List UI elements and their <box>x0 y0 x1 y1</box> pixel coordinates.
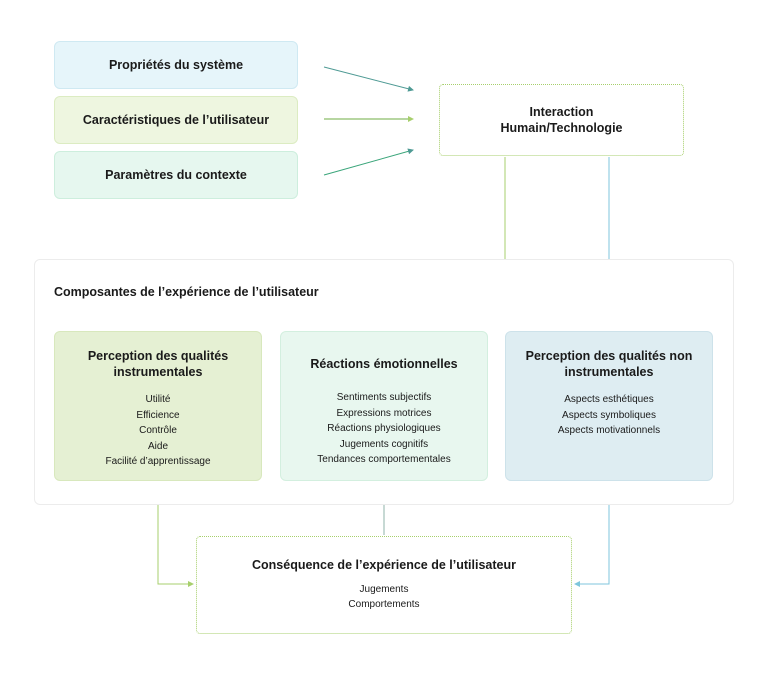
emotional-reactions-box: Réactions émotionnelles Sentiments subje… <box>280 331 488 481</box>
ux-consequence-box: Conséquence de l’expérience de l’utilisa… <box>196 536 572 634</box>
list-item: Expressions motrices <box>336 407 432 419</box>
interaction-box: Interaction Humain/Technologie <box>439 84 684 156</box>
list-item: Jugements <box>359 583 409 595</box>
instrumental-qualities-title: Perception des qualités instrumentales <box>87 349 229 379</box>
interaction-label-line2: Humain/Technologie <box>500 121 623 135</box>
interaction-label-line1: Interaction <box>529 105 594 119</box>
emotional-reactions-list: Sentiments subjectifs Expressions motric… <box>317 390 450 468</box>
system-properties-box: Propriétés du système <box>54 41 298 89</box>
non-instrumental-qualities-title: Perception des qualités non instrumental… <box>525 349 693 379</box>
list-item: Aspects motivationnels <box>557 425 661 436</box>
context-parameters-box: Paramètres du contexte <box>54 151 298 199</box>
connector-instrumental-to-consequence <box>157 482 194 587</box>
ux-consequence-list: Jugements Comportements <box>348 582 419 613</box>
ux-consequence-title: Conséquence de l’expérience de l’utilisa… <box>252 557 516 572</box>
connector-noninstrumental-to-consequence <box>574 482 610 587</box>
list-item: Aspects symboliques <box>562 409 656 421</box>
non-instrumental-qualities-box: Perception des qualités non instrumental… <box>505 331 713 481</box>
list-item: Jugements cognitifs <box>339 438 429 450</box>
list-item: Efficience <box>136 409 180 421</box>
list-item: Facilité d’apprentissage <box>105 456 211 467</box>
emotional-reactions-title: Réactions émotionnelles <box>310 357 458 371</box>
list-item: Sentiments subjectifs <box>336 392 432 403</box>
user-characteristics-label: Caractéristiques de l’utilisateur <box>82 113 270 127</box>
list-item: Réactions physiologiques <box>327 423 441 434</box>
user-characteristics-box: Caractéristiques de l’utilisateur <box>54 96 298 144</box>
instrumental-qualities-list: Utilité Efficience Contrôle Aide Facilit… <box>105 392 210 470</box>
list-item: Aide <box>147 440 168 452</box>
non-instrumental-qualities-list: Aspects esthétiques Aspects symboliques … <box>558 392 660 439</box>
list-item: Contrôle <box>139 425 177 436</box>
arrow-context-to-interaction <box>323 148 414 176</box>
list-item: Utilité <box>145 394 171 405</box>
instrumental-qualities-box: Perception des qualités instrumentales U… <box>54 331 262 481</box>
list-item: Aspects esthétiques <box>564 394 654 405</box>
ux-components-title: Composantes de l’expérience de l’utilisa… <box>54 285 319 299</box>
list-item: Tendances comportementales <box>317 454 451 465</box>
system-properties-label: Propriétés du système <box>108 58 244 72</box>
list-item: Comportements <box>348 599 420 610</box>
arrow-system-to-interaction <box>323 66 414 92</box>
context-parameters-label: Paramètres du contexte <box>105 168 247 182</box>
